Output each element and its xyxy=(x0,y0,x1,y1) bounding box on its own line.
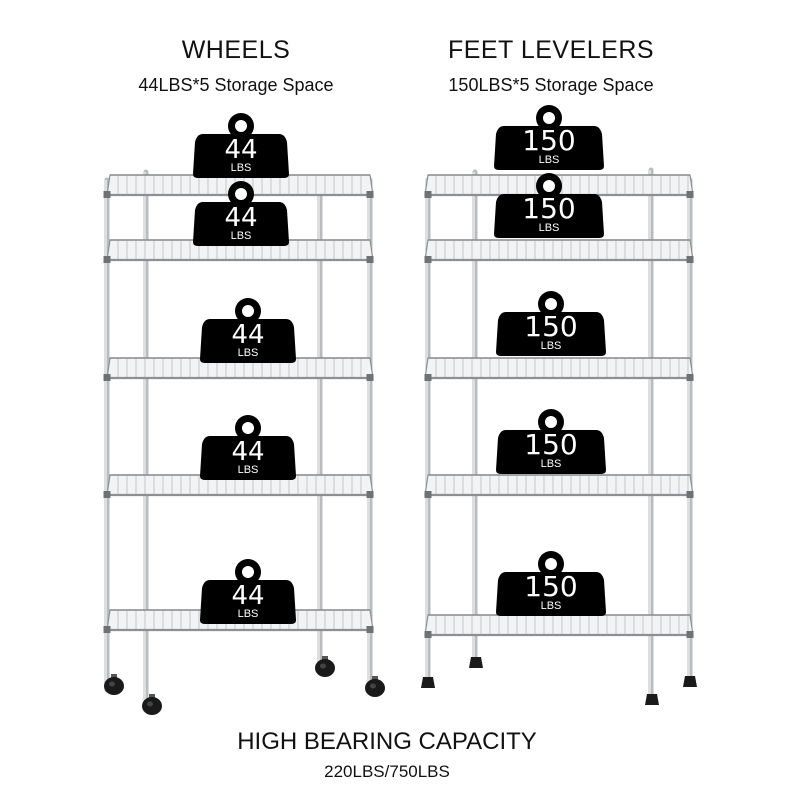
foot-leveler-icon xyxy=(683,676,697,687)
wire-shelf xyxy=(103,239,374,263)
weight-icon: 44LBS xyxy=(200,415,296,480)
foot-leveler-icon xyxy=(421,677,435,688)
weight-icon: 150LBS xyxy=(496,409,606,474)
wire-shelf xyxy=(424,357,694,381)
weight-value: 150 xyxy=(524,428,577,461)
feet-levelers-heading: FEET LEVELERS 150LBS*5 Storage Space xyxy=(351,36,751,96)
weight-value: 150 xyxy=(522,124,575,157)
caster-wheel-icon xyxy=(315,656,335,677)
wire-shelf xyxy=(424,474,694,498)
weight-icon: 44LBS xyxy=(200,559,296,624)
weight-icon: 150LBS xyxy=(496,551,606,616)
capacity-footer: HIGH BEARING CAPACITY 220LBS/750LBS xyxy=(0,728,774,782)
weight-value: 150 xyxy=(522,192,575,225)
weight-value: 44 xyxy=(224,203,257,233)
weight-value: 150 xyxy=(524,310,577,343)
weight-icon: 150LBS xyxy=(494,105,604,170)
feet-levelers-capacity-subtitle: 150LBS*5 Storage Space xyxy=(448,75,654,95)
caster-wheel-icon xyxy=(365,676,385,697)
weight-unit: LBS xyxy=(541,458,562,470)
wire-shelf xyxy=(424,239,694,263)
weight-unit: LBS xyxy=(539,154,560,166)
weight-value: 44 xyxy=(224,135,257,165)
weight-value: 44 xyxy=(231,581,264,611)
weight-value: 150 xyxy=(524,570,577,603)
weight-unit: LBS xyxy=(541,340,562,352)
weight-unit: LBS xyxy=(231,162,252,174)
weight-unit: LBS xyxy=(238,608,259,620)
wheels-capacity-subtitle: 44LBS*5 Storage Space xyxy=(138,75,334,95)
weight-icon: 44LBS xyxy=(193,181,289,246)
weight-value: 44 xyxy=(231,437,264,467)
feet-levelers-title: FEET LEVELERS xyxy=(447,36,655,64)
weight-value: 44 xyxy=(231,320,264,350)
caster-wheel-icon xyxy=(142,694,162,715)
weight-icon: 44LBS xyxy=(193,113,289,178)
weight-unit: LBS xyxy=(231,230,252,242)
caster-wheel-icon xyxy=(104,674,124,695)
foot-leveler-icon xyxy=(645,694,659,705)
capacity-title: HIGH BEARING CAPACITY xyxy=(237,728,537,755)
wheels-title: WHEELS xyxy=(181,36,291,64)
weight-unit: LBS xyxy=(238,464,259,476)
weight-icon: 150LBS xyxy=(494,173,604,238)
wheels-heading: WHEELS 44LBS*5 Storage Space xyxy=(36,36,436,96)
foot-leveler-icon xyxy=(469,657,483,668)
weight-unit: LBS xyxy=(541,600,562,612)
weight-unit: LBS xyxy=(238,347,259,359)
wire-shelf xyxy=(424,614,694,638)
weight-icon: 150LBS xyxy=(496,291,606,356)
weight-unit: LBS xyxy=(539,222,560,234)
weight-icon: 44LBS xyxy=(200,298,296,363)
capacity-subtitle: 220LBS/750LBS xyxy=(324,762,450,781)
